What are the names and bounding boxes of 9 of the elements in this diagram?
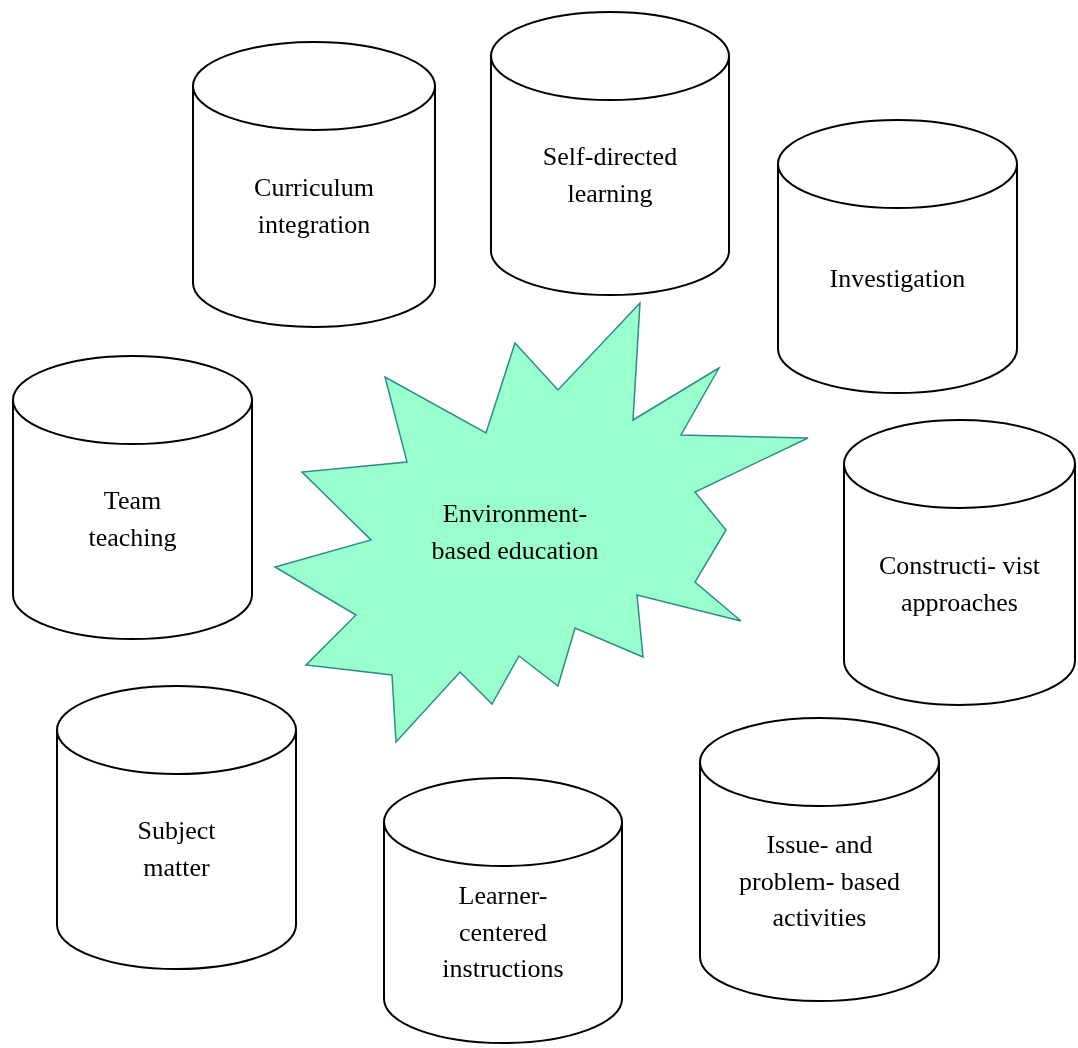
node-label: Learner- centered instructions — [441, 879, 565, 986]
node-label: Constructi- vist approaches — [877, 550, 1042, 619]
node-label: Team teaching — [87, 485, 178, 554]
node-label: Environment- based education — [430, 498, 600, 567]
node-label: Self-directed learning — [541, 141, 679, 210]
node-label: Issue- and problem- based activities — [738, 828, 901, 935]
node-label: Curriculum integration — [253, 172, 375, 241]
node-label: Investigation — [828, 262, 967, 295]
node-label: Subject matter — [136, 815, 217, 884]
